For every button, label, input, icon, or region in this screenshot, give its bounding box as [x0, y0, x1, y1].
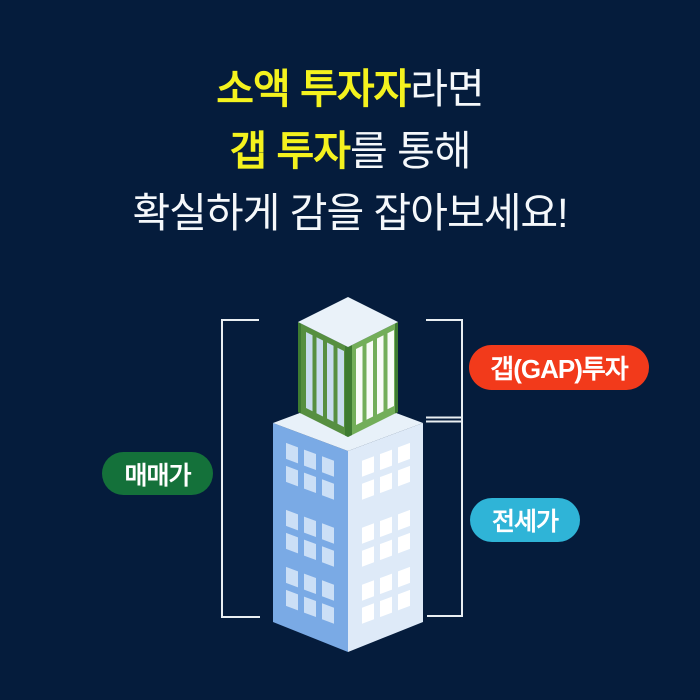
headline-line-3: 확실하게 감을 잡아보세요! — [132, 190, 568, 236]
blue-building-windows-left — [286, 442, 334, 624]
gap-investment-label: 갭(GAP)투자 — [469, 345, 649, 390]
sale-price-label: 매매가 — [102, 452, 213, 495]
right-bracket — [426, 319, 463, 617]
green-building-top-face — [298, 297, 398, 347]
headline: 소액 투자자라면 갭 투자를 통해 확실하게 감을 잡아보세요! — [0, 58, 700, 244]
green-building-stripes-left — [298, 322, 348, 438]
headline-line-1: 소액 투자자라면 — [0, 58, 700, 120]
jeonse-price-label: 전세가 — [470, 498, 580, 542]
headline-highlight-2: 갭 투자 — [229, 128, 351, 174]
headline-rest-2: 를 통해 — [350, 128, 472, 174]
green-building — [298, 297, 398, 438]
left-bracket — [221, 319, 260, 618]
headline-line-2: 갭 투자를 통해 — [0, 120, 700, 182]
headline-highlight-1: 소액 투자자 — [216, 66, 411, 112]
blue-building-windows-right — [362, 442, 410, 624]
headline-rest-1: 라면 — [410, 66, 484, 112]
green-building-stripes-right — [348, 321, 398, 437]
